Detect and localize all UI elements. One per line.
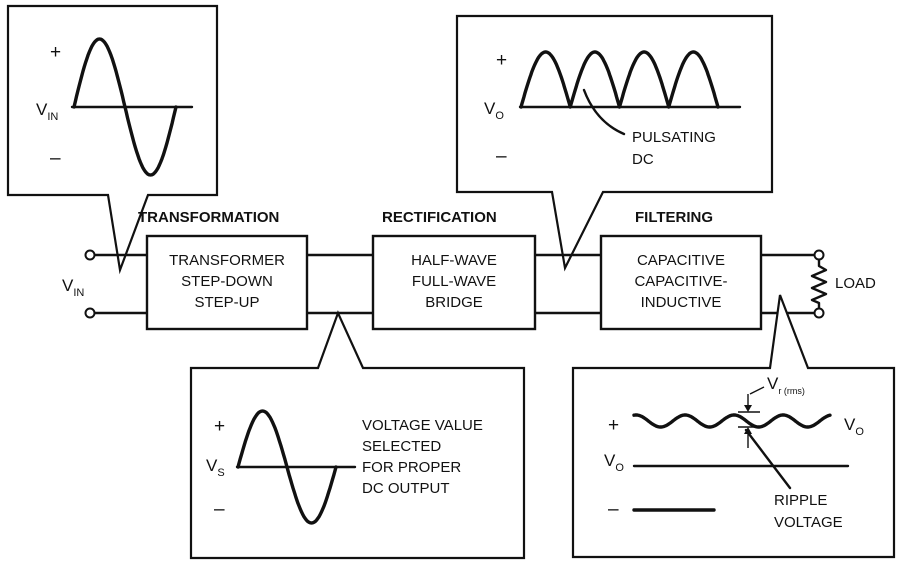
filtering-heading: FILTERING [635,209,713,226]
ripple-plus: + [608,415,619,436]
pulsating-note-2: DC [632,151,654,168]
output-terminal-top [813,249,825,261]
transformer-line-3: STEP-UP [194,294,259,311]
secondary-voltage-callout: + – VS VOLTAGE VALUE SELECTED FOR PROPER… [189,310,526,560]
load-resistor-icon [810,258,828,310]
transformer-box [145,234,309,331]
filter-block: CAPACITIVE CAPACITIVE- INDUCTIVE [599,234,763,331]
rectifier-box [371,234,537,331]
pulsating-note-1: PULSATING [632,129,716,146]
filter-line-2: CAPACITIVE- [634,273,727,290]
ripple-leader-line [744,428,792,490]
secondary-note-3: FOR PROPER [362,459,461,476]
filter-line-1: CAPACITIVE [637,252,725,269]
input-callout-frame [6,4,219,275]
rectifier-line-2: FULL-WAVE [412,273,496,290]
secondary-sine-wave [236,409,338,525]
ripple-wave [632,413,832,429]
vr-arrow-bottom-icon [744,427,752,434]
input-wave-plus: + [50,42,61,63]
load-label: LOAD [835,275,876,292]
input-wave-label: VIN [36,100,58,123]
vr-leader [749,386,765,395]
input-sine-wave [72,37,178,177]
pulsating-callout-frame [455,14,774,272]
secondary-minus: – [214,499,225,520]
vr-arrow-top-icon [744,405,752,412]
ripple-vr-label: Vr (rms) [767,374,805,396]
pulsating-plus: + [496,50,507,71]
input-terminal-top [84,249,96,261]
ripple-vo-axis-label: VO [604,451,624,474]
ripple-vo-wave-label: VO [844,415,864,438]
ripple-note-1: RIPPLE [774,492,827,509]
pulsating-minus: – [496,146,507,167]
pulsating-leader-line [582,88,626,136]
secondary-vs-label: VS [206,456,225,479]
filter-box [599,234,763,331]
ripple-voltage-callout: + – VO VO Vr (rms) RIPPLE VOLTAGE [571,294,896,559]
rectification-heading: RECTIFICATION [382,209,497,226]
input-terminal-bottom [84,307,96,319]
transformation-heading: TRANSFORMATION [138,209,279,226]
secondary-note-1: VOLTAGE VALUE [362,417,483,434]
rectifier-line-1: HALF-WAVE [411,252,497,269]
secondary-note-2: SELECTED [362,438,441,455]
secondary-plus: + [214,416,225,437]
input-wave-minus: – [50,148,61,169]
pulsating-dc-callout: + – VO PULSATING DC [455,14,774,272]
secondary-callout-frame [189,310,526,560]
transformer-block: TRANSFORMER STEP-DOWN STEP-UP [145,234,309,331]
transformer-line-1: TRANSFORMER [169,252,285,269]
transformer-line-2: STEP-DOWN [181,273,273,290]
circuit-wires [92,253,817,315]
rectifier-block: HALF-WAVE FULL-WAVE BRIDGE [371,234,537,331]
pulsating-vo-label: VO [484,99,504,122]
ripple-note-2: VOLTAGE [774,514,843,531]
ripple-minus: – [608,499,619,520]
filter-line-3: INDUCTIVE [641,294,722,311]
ripple-callout-frame [571,294,896,559]
secondary-note-4: DC OUTPUT [362,480,450,497]
output-terminal-bottom [813,307,825,319]
rectifier-line-3: BRIDGE [425,294,483,311]
input-voltage-label: VIN [62,276,84,299]
input-waveform-callout: + – VIN [6,4,219,275]
pulsating-dc-wave [519,50,720,109]
